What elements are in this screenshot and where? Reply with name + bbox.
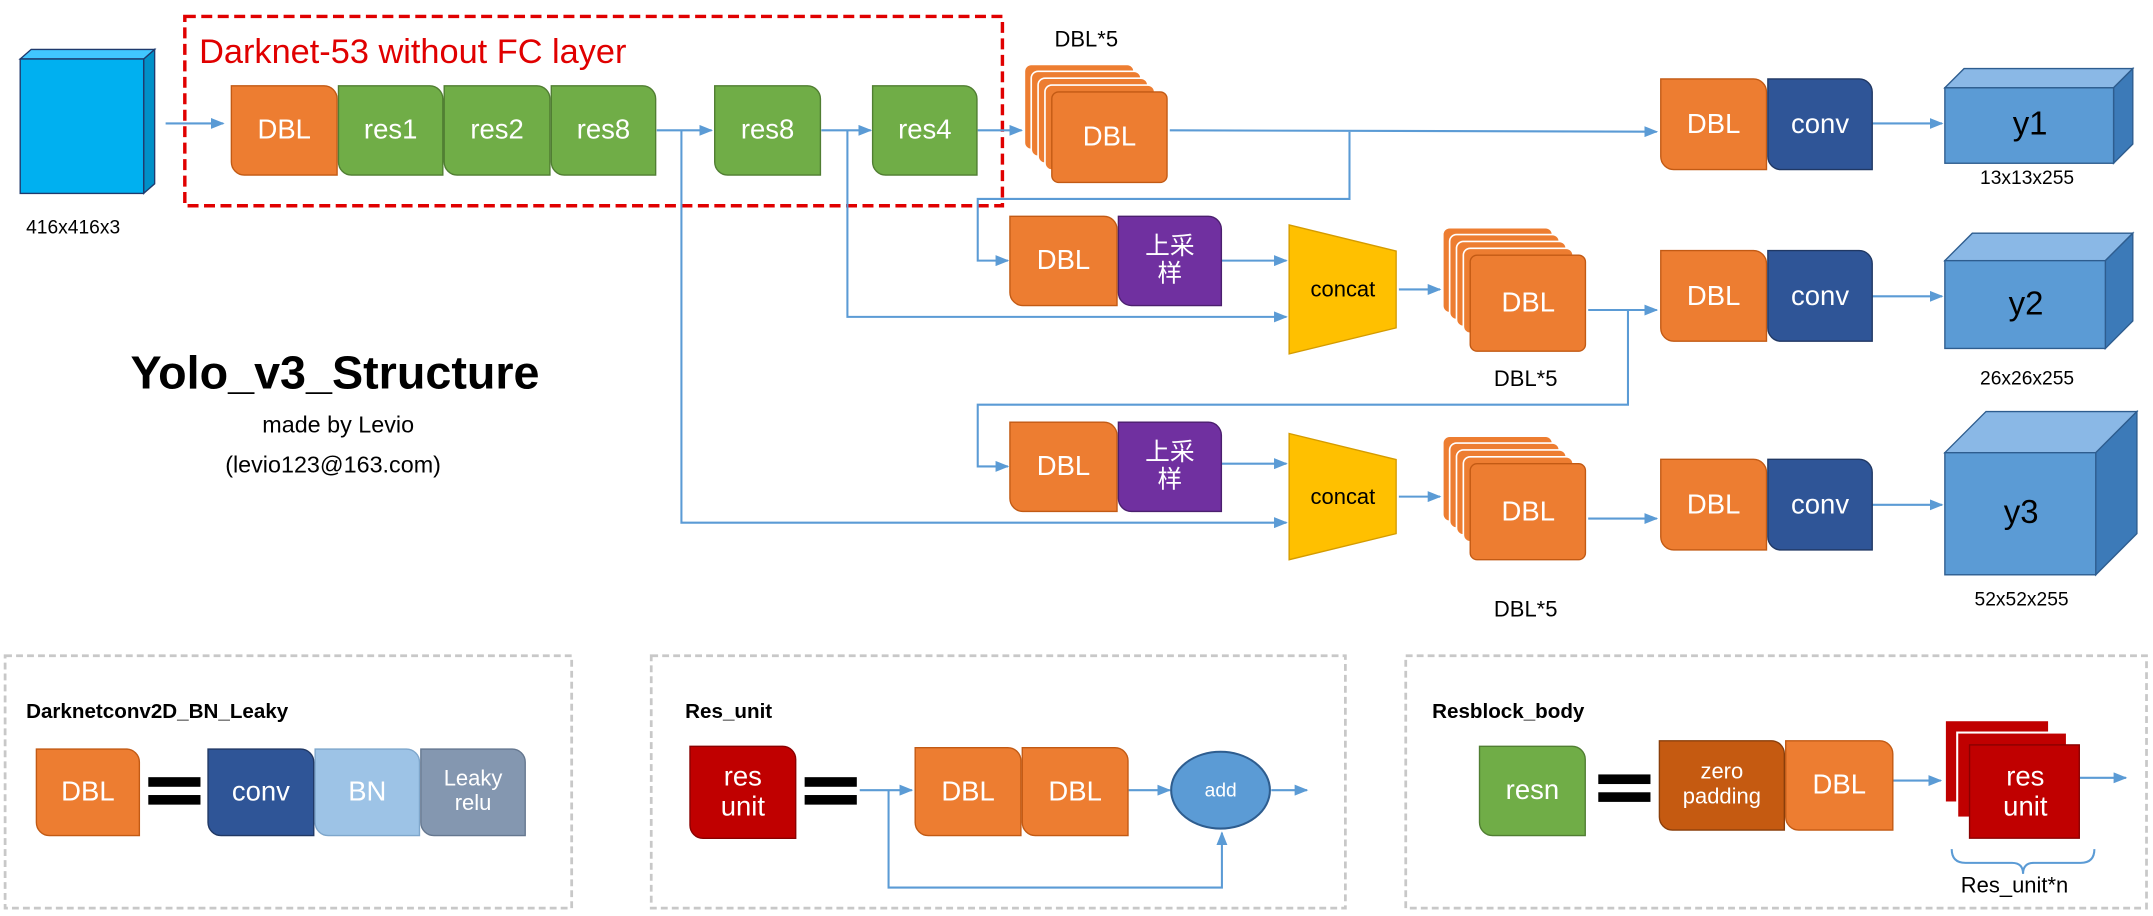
diagram-title: Yolo_v3_Structure bbox=[130, 347, 540, 400]
input-cube bbox=[18, 47, 157, 195]
head-3-conv-block: conv bbox=[1767, 458, 1873, 551]
head-1-dbl-block: DBL bbox=[1660, 78, 1768, 171]
branch-2-upsample-block: 上采 样 bbox=[1117, 421, 1223, 513]
dbl-stack-2 bbox=[1441, 226, 1587, 352]
legend-frames bbox=[3, 654, 2148, 910]
legend-resblock-caption: Res_unit*n bbox=[1960, 874, 2069, 899]
legend-resblock-equals-sign bbox=[1598, 774, 1651, 802]
head-1-conv-block: conv bbox=[1767, 78, 1873, 171]
legend-res-unit-title: Res_unit bbox=[685, 700, 773, 724]
dbl-stack-3-label: DBL bbox=[1501, 497, 1555, 528]
legend-res-unit-dbl-1: DBL bbox=[914, 746, 1022, 837]
author-credit: made by Levio bbox=[262, 411, 415, 439]
dbl-stack-1-label: DBL bbox=[1082, 122, 1137, 153]
output-y3-label: y3 bbox=[2003, 494, 2039, 532]
dbl-stack-3-caption: DBL*5 bbox=[1493, 598, 1558, 623]
branch-1-dbl-block: DBL bbox=[1009, 215, 1118, 307]
output-y1-shape: 13x13x255 bbox=[1980, 166, 2075, 189]
backbone-res8-block: res8 bbox=[550, 85, 657, 176]
backbone-dbl-block: DBL bbox=[230, 85, 338, 176]
concat-label-1: concat bbox=[1310, 279, 1376, 303]
head-2-dbl-block: DBL bbox=[1660, 249, 1768, 342]
legend-dbl-leaky-relu: Leaky relu bbox=[420, 748, 526, 837]
output-y1-label: y1 bbox=[2012, 106, 2048, 144]
darknet-backbone-box bbox=[183, 14, 1005, 208]
author-email: (levio123@163.com) bbox=[225, 451, 441, 478]
legend-res-unit-lhs: res unit bbox=[689, 745, 797, 839]
concat-label-2: concat bbox=[1310, 486, 1376, 510]
branch-2-dbl-block: DBL bbox=[1009, 421, 1118, 513]
legend-resblock-lhs: resn bbox=[1478, 745, 1586, 837]
head-2-conv-block: conv bbox=[1767, 249, 1873, 342]
legend-resblock-dbl: DBL bbox=[1785, 740, 1894, 831]
res-unit-brace bbox=[1950, 849, 2096, 874]
trunk-res8-block: res8 bbox=[714, 85, 822, 176]
legend-frame-res-unit bbox=[649, 654, 1347, 910]
branch-1-upsample-block: 上采 样 bbox=[1117, 215, 1223, 307]
concat-trapezoid-1 bbox=[1288, 224, 1397, 355]
trunk-res4-block: res4 bbox=[871, 85, 978, 176]
output-y3-shape: 52x52x255 bbox=[1974, 587, 2069, 610]
legend-resblock-title: Resblock_body bbox=[1432, 700, 1585, 724]
legend-dbl-bn: BN bbox=[314, 748, 421, 837]
legend-dbl-lhs: DBL bbox=[35, 748, 141, 837]
input-size-label: 416x416x3 bbox=[26, 215, 121, 238]
res-unit-stack bbox=[1943, 719, 2080, 839]
legend-res-unit-equals-sign bbox=[804, 777, 857, 805]
legend-add-label: add bbox=[1204, 778, 1237, 801]
head-3-dbl-block: DBL bbox=[1660, 458, 1768, 551]
output-y2-label: y2 bbox=[2008, 285, 2044, 323]
concat-trapezoid-2 bbox=[1288, 432, 1397, 561]
dbl-stack-1 bbox=[1023, 63, 1168, 184]
output-cube-y1 bbox=[1943, 66, 2135, 165]
connectors bbox=[165, 117, 2128, 889]
dbl-stack-2-label: DBL bbox=[1501, 288, 1555, 319]
legend-frame-resblock bbox=[1404, 654, 2148, 910]
add-node bbox=[1170, 750, 1271, 830]
output-cube-y3 bbox=[1943, 409, 2139, 577]
dbl-stack-1-caption: DBL*5 bbox=[1054, 28, 1119, 53]
output-y2-shape: 26x26x255 bbox=[1980, 366, 2075, 389]
legend-resblock-zero-padding: zero padding bbox=[1658, 740, 1786, 831]
darknet-backbone-label: Darknet-53 without FC layer bbox=[199, 32, 627, 72]
legend-dbl-equals-sign bbox=[148, 777, 201, 805]
legend-dbl-conv: conv bbox=[207, 748, 315, 837]
dbl-stack-2-caption: DBL*5 bbox=[1493, 367, 1558, 392]
dbl-stack-3 bbox=[1441, 435, 1587, 561]
backbone-res2-block: res2 bbox=[443, 85, 551, 176]
legend-frame-dbl bbox=[3, 654, 574, 910]
output-cube-y2 bbox=[1943, 231, 2135, 351]
legend-res-unit-dbl-2: DBL bbox=[1021, 746, 1129, 837]
backbone-res1-block: res1 bbox=[337, 85, 444, 176]
legend-resblock-res-unit-label: res unit bbox=[2003, 762, 2048, 823]
legend-dbl-title: Darknetconv2D_BN_Leaky bbox=[26, 700, 289, 724]
